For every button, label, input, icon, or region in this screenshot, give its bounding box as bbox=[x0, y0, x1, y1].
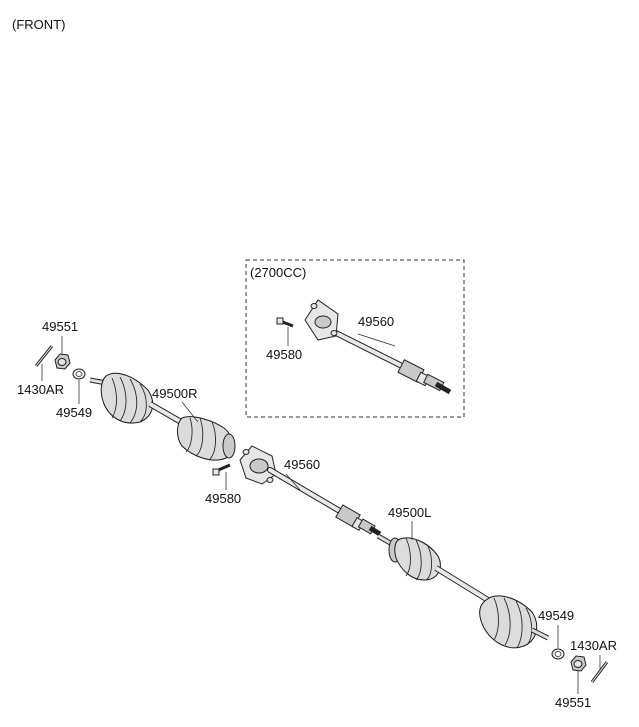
intermediate-shaft-assembly bbox=[239, 445, 382, 537]
page-title: (FRONT) bbox=[12, 17, 65, 32]
washer-left bbox=[72, 368, 86, 380]
label-inset-shaft: 49560 bbox=[358, 314, 394, 329]
label-washer-left: 49549 bbox=[56, 405, 92, 420]
label-axle-left: 49500L bbox=[388, 505, 431, 520]
label-nut-right: 49551 bbox=[555, 695, 591, 710]
inset-label: (2700CC) bbox=[250, 265, 306, 280]
washer-right bbox=[551, 648, 565, 660]
label-inset-bolt: 49580 bbox=[266, 347, 302, 362]
split-pin-left bbox=[34, 345, 54, 367]
leader-axle-right bbox=[181, 401, 199, 423]
label-pin-right: 1430AR bbox=[570, 638, 617, 653]
inset-shaft-assembly bbox=[304, 299, 452, 395]
label-nut-left: 49551 bbox=[42, 319, 78, 334]
inset-box bbox=[245, 259, 465, 418]
label-pin-left: 1430AR bbox=[17, 382, 64, 397]
label-axle-right: 49500R bbox=[152, 386, 198, 401]
label-washer-right: 49549 bbox=[538, 608, 574, 623]
leader-inset-shaft bbox=[357, 333, 396, 347]
split-pin-right bbox=[590, 661, 609, 683]
label-bolt-main: 49580 bbox=[205, 491, 241, 506]
axle-assembly-right bbox=[89, 372, 236, 461]
bolt-main bbox=[212, 463, 231, 476]
axle-assembly-left bbox=[376, 533, 550, 649]
leader-shaft-main bbox=[285, 473, 301, 491]
label-shaft-main: 49560 bbox=[284, 457, 320, 472]
inset-bolt bbox=[276, 317, 294, 328]
hub-nut-right bbox=[570, 655, 587, 672]
hub-nut-left bbox=[54, 353, 71, 370]
